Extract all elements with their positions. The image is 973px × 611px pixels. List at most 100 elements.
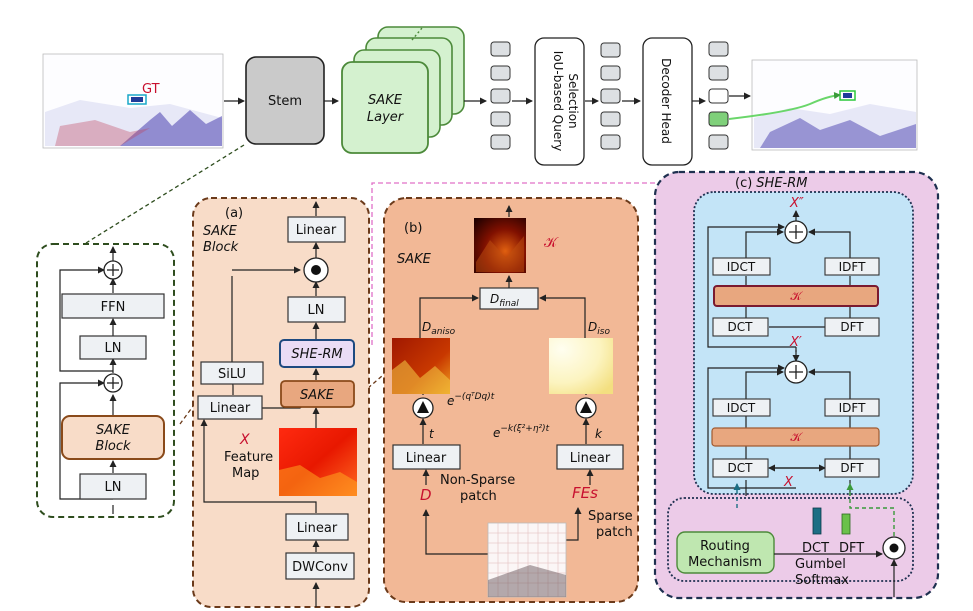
output-tokens [708, 41, 729, 150]
panel-a-linear-left-label: Linear [210, 401, 251, 416]
panel-c-title: (c)SHE-RM [735, 176, 807, 191]
panel-a-she-rm-label: SHE-RM [291, 347, 342, 362]
panel-b-linear-left [392, 444, 461, 470]
non-sparse-label-2: patch [460, 489, 497, 504]
iou-query-selection-block [534, 37, 585, 166]
query-tokens-2 [600, 42, 621, 150]
panel-a-feature-label-1: Feature [224, 450, 273, 465]
sparse-label-2: patch [596, 525, 633, 540]
dft-top-label: DFT [840, 320, 864, 334]
gumbel-label-2: Softmax [795, 573, 849, 588]
panel-b-linear-right-label: Linear [570, 451, 611, 466]
routing-label-1: Routing [700, 539, 750, 554]
aniso-kernel-image [392, 338, 450, 394]
x-double-prime-label: X″ [789, 196, 804, 211]
d-aniso-label: Daniso [422, 320, 456, 337]
gt-label: GT [142, 82, 160, 97]
panel-a-linear-left [197, 395, 263, 420]
sparse-label-1: Sparse [588, 509, 633, 524]
sake-block-ln-top-label: LN [105, 341, 122, 356]
panel-a-silu [200, 361, 264, 385]
dct-top-label: DCT [728, 320, 754, 334]
dct-top [712, 317, 769, 337]
sake-layer-label-1: SAKE [368, 93, 403, 108]
idct-bottom-label: IDCT [727, 401, 756, 415]
exp-iso-label: e−k(ξ²+η²)t [493, 424, 550, 440]
dot-circle-icon [303, 257, 329, 283]
sake-block-ln-top [79, 335, 147, 360]
panel-a-title-1: SAKE [203, 224, 238, 239]
dct-bottom [712, 458, 769, 478]
routing-mechanism [676, 531, 775, 574]
plus-circle-icon [103, 260, 123, 280]
panel-a-ln-label: LN [308, 303, 325, 318]
triangle-circle-icon [575, 397, 597, 419]
panel-b-title: SAKE [397, 252, 432, 267]
fes-input-label: FEs [572, 484, 598, 502]
dft-top [824, 317, 880, 337]
panel-a-dwconv [285, 552, 355, 580]
sake-block-ffn-label: FFN [101, 300, 126, 315]
panel-a-linear-top [287, 216, 346, 243]
k-label: k [595, 427, 603, 441]
iso-kernel-image [549, 338, 613, 394]
iou-label-1: IoU-based Query [551, 51, 565, 152]
dot-circle-icon [882, 536, 906, 560]
idft-bottom [824, 398, 880, 417]
panel-a-silu-label: SiLU [218, 367, 246, 382]
panel-a-tag: (a) [225, 206, 243, 221]
triangle-circle-icon [412, 397, 434, 419]
panel-b-linear-right [556, 444, 624, 470]
kernel-bar-bottom-label: 𝒦 [790, 430, 803, 444]
kernel-bar-bottom [711, 427, 880, 447]
kernel-bar-top-label: 𝒦 [790, 289, 803, 303]
panel-a-dwconv-label: DWConv [292, 560, 348, 575]
patch-image [487, 522, 567, 598]
kernel-image [474, 218, 526, 273]
idft-bottom-label: IDFT [839, 401, 866, 415]
panel-a-title-2: Block [203, 240, 239, 255]
decoder-head-label: Decoder Head [659, 58, 673, 144]
panel-a-feature-label-2: Map [232, 466, 259, 481]
panel-b-kernel-symbol: 𝒦 [544, 235, 559, 251]
panel-a-sake-label: SAKE [300, 388, 335, 403]
panel-a-sake [280, 380, 355, 408]
query-tokens-1 [490, 41, 511, 150]
t-label: t [429, 427, 435, 441]
d-iso-label: Diso [588, 320, 610, 337]
output-image [751, 59, 918, 151]
panel-a-linear-bottom-label: Linear [297, 521, 338, 536]
routing-label-2: Mechanism [688, 555, 762, 570]
dft-weight-bar [841, 513, 851, 535]
sake-block-ffn [61, 293, 165, 319]
kernel-bar-top [713, 285, 879, 307]
panel-a-she-rm [279, 339, 355, 368]
panel-c-x-label: X [783, 475, 794, 490]
idft-top [824, 257, 880, 276]
input-image [42, 53, 224, 149]
idct-top-label: IDCT [727, 260, 756, 274]
d-final-label: Dfinal [490, 292, 519, 309]
gumbel-label-1: Gumbel [795, 557, 846, 572]
x-prime-label: X′ [789, 335, 802, 350]
feature-map-image [279, 428, 357, 496]
sake-layer-stack [341, 26, 465, 154]
dct-legend-label: DCT [802, 541, 829, 556]
sake-block-inner-label-2: Block [95, 439, 131, 454]
sake-block-inner-label-1: SAKE [96, 423, 131, 438]
panel-b [383, 197, 639, 603]
panel-a-linear-top-label: Linear [296, 223, 337, 238]
sake-block-inner [61, 415, 165, 460]
panel-a-linear-bottom [285, 513, 349, 541]
d-input-label: D [420, 486, 432, 504]
idct-bottom [712, 398, 771, 417]
dft-bottom [824, 458, 880, 478]
idft-top-label: IDFT [839, 260, 866, 274]
exp-aniso-label: e−(qᵀDq)t [447, 392, 495, 408]
plus-circle-icon [103, 373, 123, 393]
stem-label: Stem [268, 94, 302, 109]
iou-label-2: Selection [566, 73, 580, 128]
dct-weight-bar [812, 507, 822, 535]
panel-b-linear-left-label: Linear [406, 451, 447, 466]
